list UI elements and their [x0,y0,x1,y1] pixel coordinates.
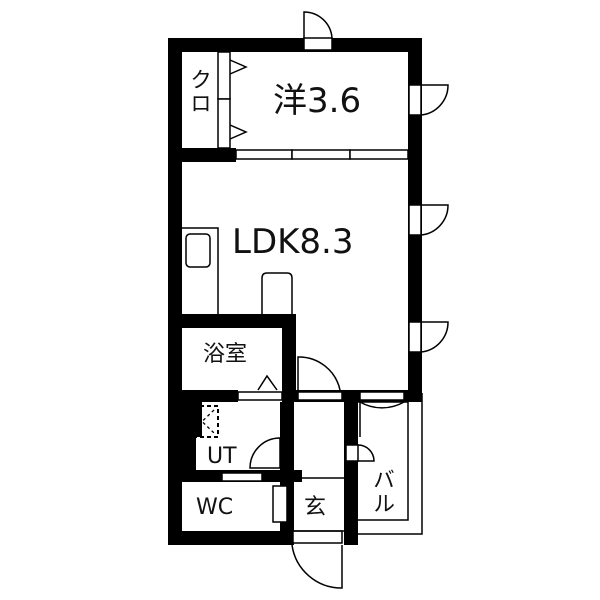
room-label-western: 洋3.6 [273,81,362,121]
openings [217,37,422,544]
room-label-utility: UT [207,444,237,469]
room-label-closet: クロ [186,68,211,116]
room-label-balcony: バル [369,468,394,516]
washer-space [185,405,219,438]
door-swings [182,11,449,589]
room-label-entrance: 玄 [304,495,327,520]
room-label-bathroom: 浴室 [203,342,248,367]
room-label-toilet: WC [196,495,234,520]
room-label-ldk: LDK8.3 [232,222,354,262]
